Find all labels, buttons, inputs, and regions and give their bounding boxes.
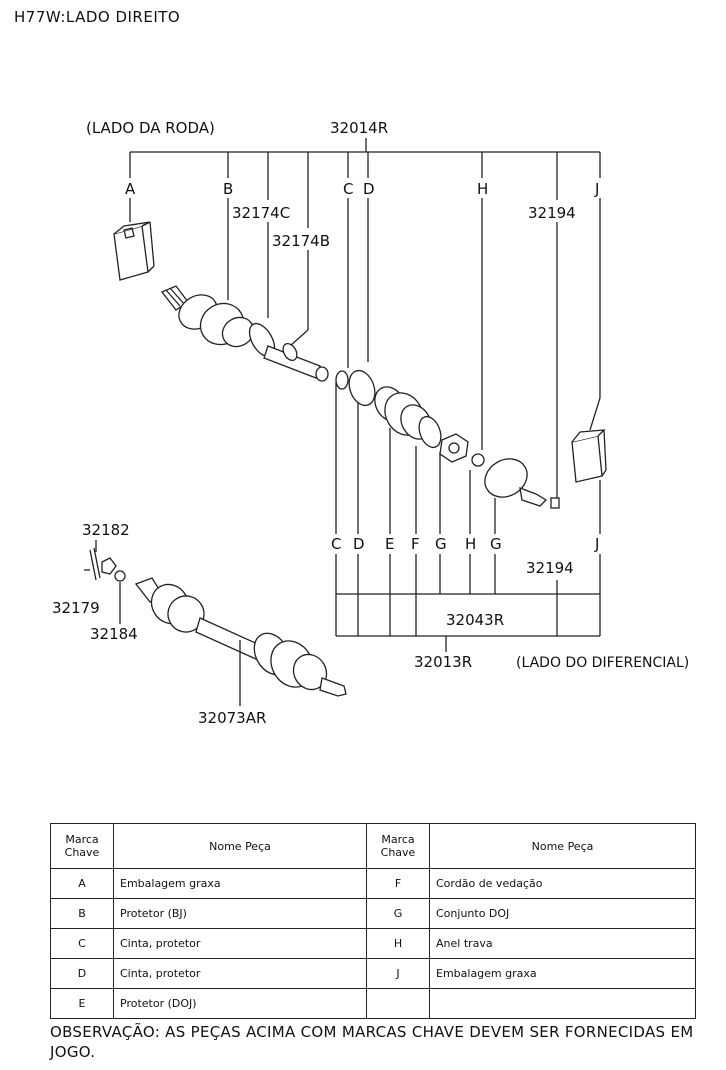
letter-top-a: A [125, 180, 136, 198]
driveshaft-diagram: (LADO DA RODA) 32014R A B C D H J 32174C… [52, 119, 689, 727]
legend-part-name [429, 988, 696, 1019]
legend-row: C Cinta, protetor H Anel trava [50, 928, 696, 959]
label-32194-top: 32194 [528, 204, 576, 222]
legend-col-key-left: Marca Chave [50, 823, 114, 869]
label-32179: 32179 [52, 599, 100, 617]
washer-32184 [114, 570, 126, 582]
shaft-upper [263, 342, 329, 382]
letter-bottom-d: D [353, 535, 365, 553]
legend-row: E Protetor (DOJ) [50, 988, 696, 1019]
legend-row: B Protetor (BJ) G Conjunto DOJ [50, 898, 696, 929]
legend-col-key-right: Marca Chave [366, 823, 430, 869]
leader-j-tip [589, 397, 601, 431]
letter-top-b: B [223, 180, 233, 198]
legend-key: A [50, 868, 114, 899]
legend-part-name: Embalagem graxa [113, 868, 367, 899]
letter-bottom-c: C [331, 535, 341, 553]
legend-part-name: Cordão de vedação [429, 868, 696, 899]
label-32013r: 32013R [414, 653, 472, 671]
label-32014r: 32014R [330, 119, 388, 137]
seal-cord-f [418, 415, 442, 449]
doj-assembly-g [484, 458, 548, 507]
label-diff-side: (LADO DO DIFERENCIAL) [516, 655, 689, 671]
legend-header-row: Marca Chave Nome Peça Marca Chave Nome P… [50, 823, 696, 869]
letter-top-h: H [477, 180, 488, 198]
leader-32174b-tip [289, 329, 309, 347]
letter-bottom-h: H [465, 535, 476, 553]
legend-part-name: Protetor (BJ) [113, 898, 367, 929]
letter-top-c: C [343, 180, 353, 198]
legend-part-name: Cinta, protetor [113, 958, 367, 989]
legend-part-name: Conjunto DOJ [429, 898, 696, 929]
grease-pack-a [113, 221, 155, 281]
legend-key: G [366, 898, 430, 929]
legend-col-name-right: Nome Peça [429, 823, 696, 869]
label-32073ar: 32073AR [198, 709, 266, 727]
footnote: OBSERVAÇÃO: AS PEÇAS ACIMA COM MARCAS CH… [50, 1023, 694, 1061]
legend-part-name: Cinta, protetor [113, 928, 367, 959]
snap-ring-h [471, 453, 485, 467]
legend-key [366, 988, 430, 1019]
outer-joint [160, 285, 255, 348]
legend-part-name: Anel trava [429, 928, 696, 959]
label-32182: 32182 [82, 521, 130, 539]
legend-col-name-left: Nome Peça [113, 823, 367, 869]
legend-key: J [366, 958, 430, 989]
cotter-pin-32179 [89, 547, 101, 581]
legend-part-name: Protetor (DOJ) [113, 988, 367, 1019]
small-part-32194 [550, 497, 560, 509]
legend-key: E [50, 988, 114, 1019]
page-header: H77W:LADO DIREITO [14, 8, 181, 26]
letter-bottom-g1: G [435, 535, 447, 553]
label-32194-bottom: 32194 [526, 559, 574, 577]
letter-top-j: J [594, 180, 599, 198]
assembled-driveshaft-32073ar [134, 577, 347, 697]
legend-row: A Embalagem graxa F Cordão de vedação [50, 868, 696, 899]
letter-bottom-g2: G [490, 535, 502, 553]
label-32184: 32184 [90, 625, 138, 643]
letter-bottom-e: E [385, 535, 394, 553]
grease-pack-j [571, 429, 607, 483]
letter-top-d: D [363, 180, 375, 198]
clamp-d [348, 369, 376, 407]
legend-key: D [50, 958, 114, 989]
nut-32182 [101, 557, 117, 575]
parts-legend-table: Marca Chave Nome Peça Marca Chave Nome P… [50, 823, 696, 1019]
legend-key: H [366, 928, 430, 959]
legend-key: F [366, 868, 430, 899]
legend-part-name: Embalagem graxa [429, 958, 696, 989]
label-32174b: 32174B [272, 232, 330, 250]
letter-bottom-f: F [411, 535, 420, 553]
legend-row: D Cinta, protetor J Embalagem graxa [50, 958, 696, 989]
legend-key: C [50, 928, 114, 959]
legend-key: B [50, 898, 114, 929]
label-32043r: 32043R [446, 611, 504, 629]
letter-bottom-j: J [594, 535, 599, 553]
label-32174c: 32174C [232, 204, 290, 222]
clamp-c [335, 370, 349, 390]
label-wheel-side: (LADO DA RODA) [86, 119, 215, 137]
doj-nut-g [439, 433, 469, 463]
